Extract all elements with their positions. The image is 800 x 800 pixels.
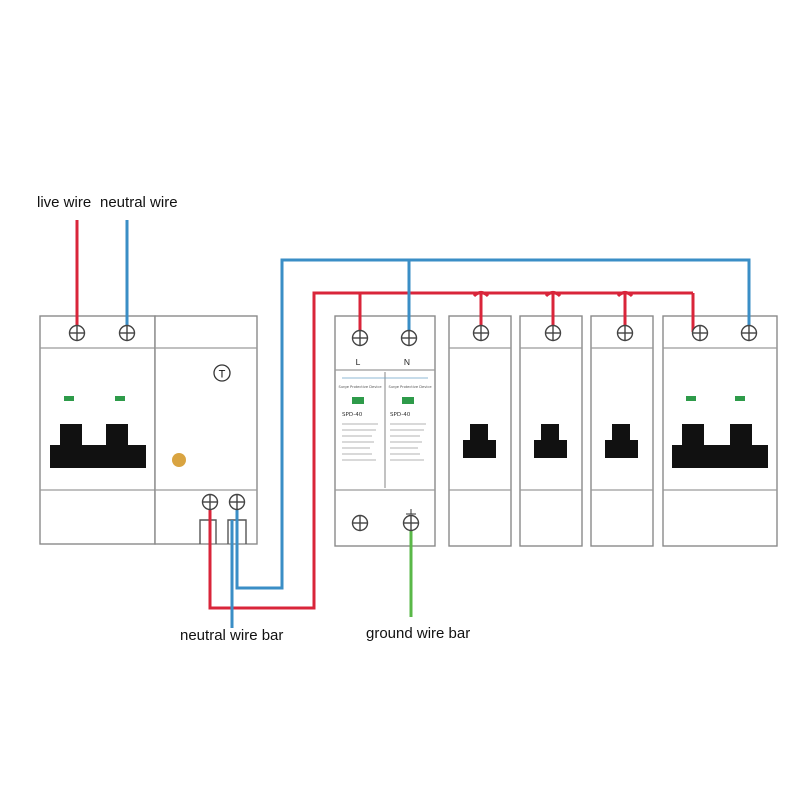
test-button[interactable] — [172, 453, 186, 467]
live-wires — [75, 220, 695, 610]
live-wire-label: live wire — [37, 194, 92, 211]
terminal-screw-icon — [616, 324, 634, 342]
surge-protector: L N Surge Protective Device Surge Protec… — [334, 315, 436, 547]
terminal-screw-icon — [228, 493, 246, 511]
toggle-branch-1[interactable] — [463, 424, 496, 458]
terminals — [68, 324, 758, 532]
test-button-label: T — [219, 369, 226, 381]
terminal-screw-icon — [400, 329, 418, 347]
terminal-screw-icon — [351, 329, 369, 347]
spd-label-n: N — [404, 357, 410, 367]
live-wire-rcd-to-spd — [208, 291, 362, 610]
spd-model-left: SPD-40 — [342, 412, 363, 418]
spd-header-left: Surge Protective Device — [338, 385, 382, 389]
branch-breaker-3 — [590, 315, 654, 547]
test-button-ring — [213, 364, 231, 382]
rcd-module: T — [154, 315, 258, 545]
terminal-screw-icon — [201, 493, 219, 511]
branch-breaker-1 — [448, 315, 512, 547]
main-breaker — [39, 315, 156, 545]
branch-breaker-2p — [662, 315, 778, 547]
spd-model-right: SPD-40 — [390, 412, 411, 418]
terminal-screw-icon — [691, 324, 709, 342]
terminal-screw-icon — [351, 514, 369, 532]
neutral-wire-rcd-out — [235, 258, 411, 590]
neutral-wire-busbar — [409, 258, 751, 332]
indicator-right — [115, 396, 125, 401]
indicator-2p-right — [735, 396, 745, 401]
spd-indicator-left — [352, 397, 364, 404]
spd-spec-lines — [342, 423, 426, 461]
terminal-screw-icon — [68, 324, 86, 342]
neutral-wire-bar-label: neutral wire bar — [180, 627, 284, 644]
toggle-branch-3[interactable] — [605, 424, 638, 458]
neutral-wires — [125, 220, 751, 628]
toggle-branch-2p[interactable] — [672, 424, 768, 468]
branch-breaker-2 — [519, 315, 583, 547]
ground-wire-bar-label: ground wire bar — [366, 625, 471, 642]
terminal-screw-icon — [740, 324, 758, 342]
spd-label-l: L — [356, 357, 361, 367]
terminal-screw-icon — [544, 324, 562, 342]
indicator-2p-left — [686, 396, 696, 401]
spd-indicator-right — [402, 397, 414, 404]
terminal-screw-icon — [118, 324, 136, 342]
terminal-screw-icon — [402, 514, 420, 532]
terminal-screw-icon — [472, 324, 490, 342]
indicator-left — [64, 396, 74, 401]
toggle-main[interactable] — [50, 424, 146, 468]
spd-header-right: Surge Protective Device — [388, 385, 432, 389]
neutral-wire-label: neutral wire — [100, 194, 178, 211]
toggle-branch-2[interactable] — [534, 424, 567, 458]
